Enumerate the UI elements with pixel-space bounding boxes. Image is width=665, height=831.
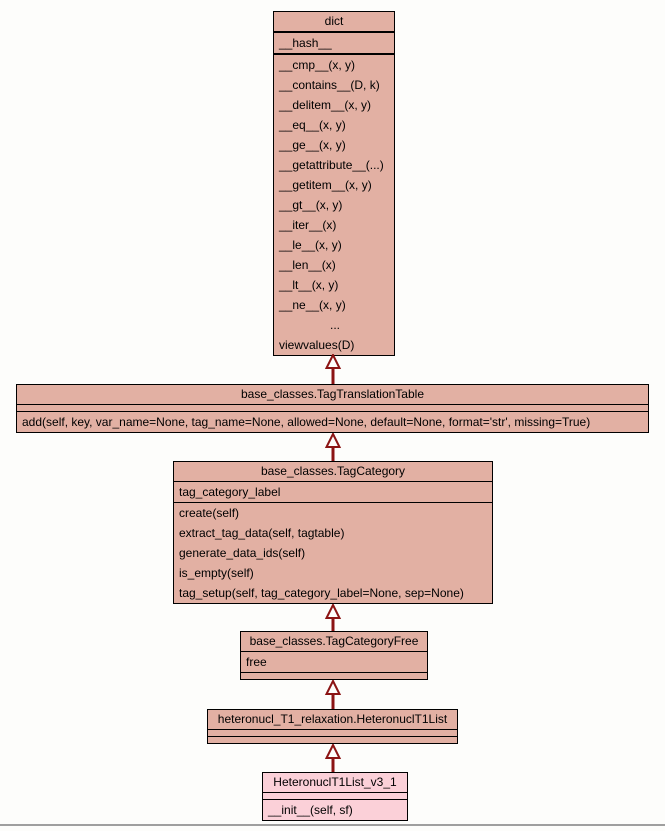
method-row: __lt__(x, y) bbox=[279, 278, 339, 292]
methods-compartment-empty bbox=[208, 736, 457, 743]
method-row: __cmp__(x, y) bbox=[279, 58, 356, 72]
method-row: __getitem__(x, y) bbox=[279, 178, 372, 192]
method-row: create(self) bbox=[179, 506, 240, 520]
method-row: __gt__(x, y) bbox=[279, 198, 343, 212]
method-row: __len__(x) bbox=[279, 258, 336, 272]
methods-compartment: __init__(self, sf) bbox=[263, 799, 407, 820]
attributes-compartment-empty bbox=[263, 792, 407, 799]
class-box-dict: dict __hash__ __cmp__(x, y) __contains__… bbox=[273, 11, 395, 356]
attribute-row: tag_category_label bbox=[179, 485, 281, 499]
methods-compartment: __cmp__(x, y) __contains__(D, k) __delit… bbox=[274, 53, 394, 355]
class-title: HeteronuclT1List_v3_1 bbox=[273, 775, 397, 789]
attributes-compartment: tag_category_label bbox=[174, 481, 492, 502]
method-row: viewvalues(D) bbox=[279, 338, 355, 352]
method-row: is_empty(self) bbox=[179, 566, 254, 580]
method-row: __delitem__(x, y) bbox=[279, 98, 372, 112]
attributes-compartment-empty bbox=[17, 404, 648, 411]
method-row: extract_tag_data(self, tagtable) bbox=[179, 526, 345, 540]
method-row: __ge__(x, y) bbox=[279, 138, 346, 152]
class-box-tagcategory: base_classes.TagCategory tag_category_la… bbox=[173, 461, 493, 604]
method-row: __le__(x, y) bbox=[279, 238, 342, 252]
attribute-row: __hash__ bbox=[279, 36, 332, 50]
inheritance-arrow bbox=[324, 744, 342, 772]
inheritance-arrow bbox=[324, 680, 342, 709]
inheritance-arrow bbox=[324, 354, 342, 384]
attributes-compartment: free bbox=[241, 651, 427, 672]
class-title: base_classes.TagCategoryFree bbox=[249, 634, 419, 648]
class-box-tagcategoryfree: base_classes.TagCategoryFree free bbox=[240, 631, 428, 680]
class-box-heteronuclt1list-v3-1: HeteronuclT1List_v3_1 __init__(self, sf) bbox=[262, 772, 408, 821]
bottom-edge-line bbox=[0, 824, 665, 826]
method-row: __eq__(x, y) bbox=[279, 118, 346, 132]
class-title: heteronucl_T1_relaxation.HeteronuclT1Lis… bbox=[217, 712, 448, 726]
class-title: dict bbox=[324, 14, 344, 28]
methods-compartment: add(self, key, var_name=None, tag_name=N… bbox=[17, 411, 648, 432]
attributes-compartment: __hash__ bbox=[274, 31, 394, 53]
method-row: add(self, key, var_name=None, tag_name=N… bbox=[22, 415, 591, 429]
inheritance-arrow bbox=[324, 433, 342, 461]
method-row: __init__(self, sf) bbox=[268, 803, 353, 817]
method-row: generate_data_ids(self) bbox=[179, 546, 306, 560]
attributes-compartment-empty bbox=[208, 729, 457, 736]
method-row: __contains__(D, k) bbox=[279, 78, 380, 92]
method-row-ellipsis: ... bbox=[329, 318, 340, 332]
class-title: base_classes.TagTranslationTable bbox=[241, 387, 424, 401]
attribute-row: free bbox=[246, 655, 267, 669]
method-row: __iter__(x) bbox=[279, 218, 337, 232]
class-title: base_classes.TagCategory bbox=[260, 464, 406, 478]
class-box-tagtranslationtable: base_classes.TagTranslationTable add(sel… bbox=[16, 384, 649, 433]
method-row: __ne__(x, y) bbox=[279, 298, 346, 312]
methods-compartment-empty bbox=[241, 672, 427, 679]
methods-compartment: create(self) extract_tag_data(self, tagt… bbox=[174, 502, 492, 603]
class-box-heteronuclt1list: heteronucl_T1_relaxation.HeteronuclT1Lis… bbox=[207, 709, 458, 744]
method-row: __getattribute__(...) bbox=[279, 158, 384, 172]
method-row: tag_setup(self, tag_category_label=None,… bbox=[179, 586, 464, 600]
inheritance-arrow bbox=[324, 604, 342, 631]
